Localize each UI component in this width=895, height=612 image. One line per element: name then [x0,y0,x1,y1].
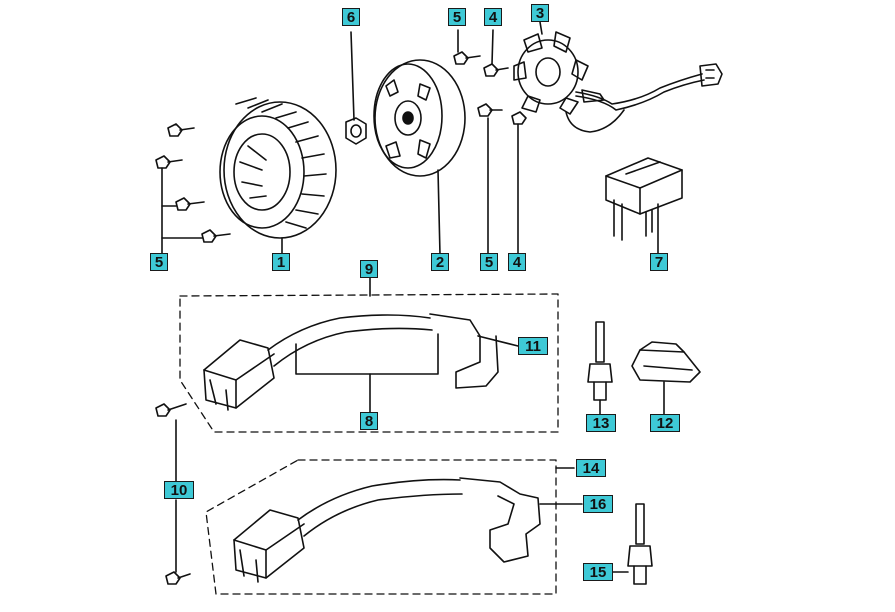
callout-6: 6 [342,8,360,26]
coil-kit-box-upper [179,275,559,433]
screws-center [453,29,527,256]
ignition-coil-upper [203,313,519,417]
stator-part [513,21,723,133]
regulator-part [605,157,683,256]
callout-7: 7 [650,253,668,271]
callout-5-top: 5 [448,8,466,26]
callout-5-center: 5 [480,253,498,271]
callout-2: 2 [431,253,449,271]
flywheel-part [373,59,466,256]
callout-5-left: 5 [150,253,168,271]
callout-13: 13 [586,414,616,432]
callout-1: 1 [272,253,290,271]
callout-12: 12 [650,414,680,432]
bolts-part [155,403,191,585]
callout-14: 14 [576,459,606,477]
callout-8: 8 [360,412,378,430]
callout-3: 3 [531,4,549,22]
callout-16: 16 [583,495,613,513]
callout-15: 15 [583,563,613,581]
callout-10: 10 [164,481,194,499]
plug-cap-part [631,341,701,415]
screws-left [155,123,231,259]
cooling-fan-part [219,97,337,256]
coil-kit-box-lower [205,459,575,595]
callout-4-top: 4 [484,8,502,26]
nut-part [345,31,367,145]
callout-4-center: 4 [508,253,526,271]
spark-plug-lower [611,503,653,585]
ignition-coil-lower [233,477,583,583]
spark-plug-upper [587,321,613,415]
callout-11: 11 [518,337,548,355]
callout-9: 9 [360,260,378,278]
